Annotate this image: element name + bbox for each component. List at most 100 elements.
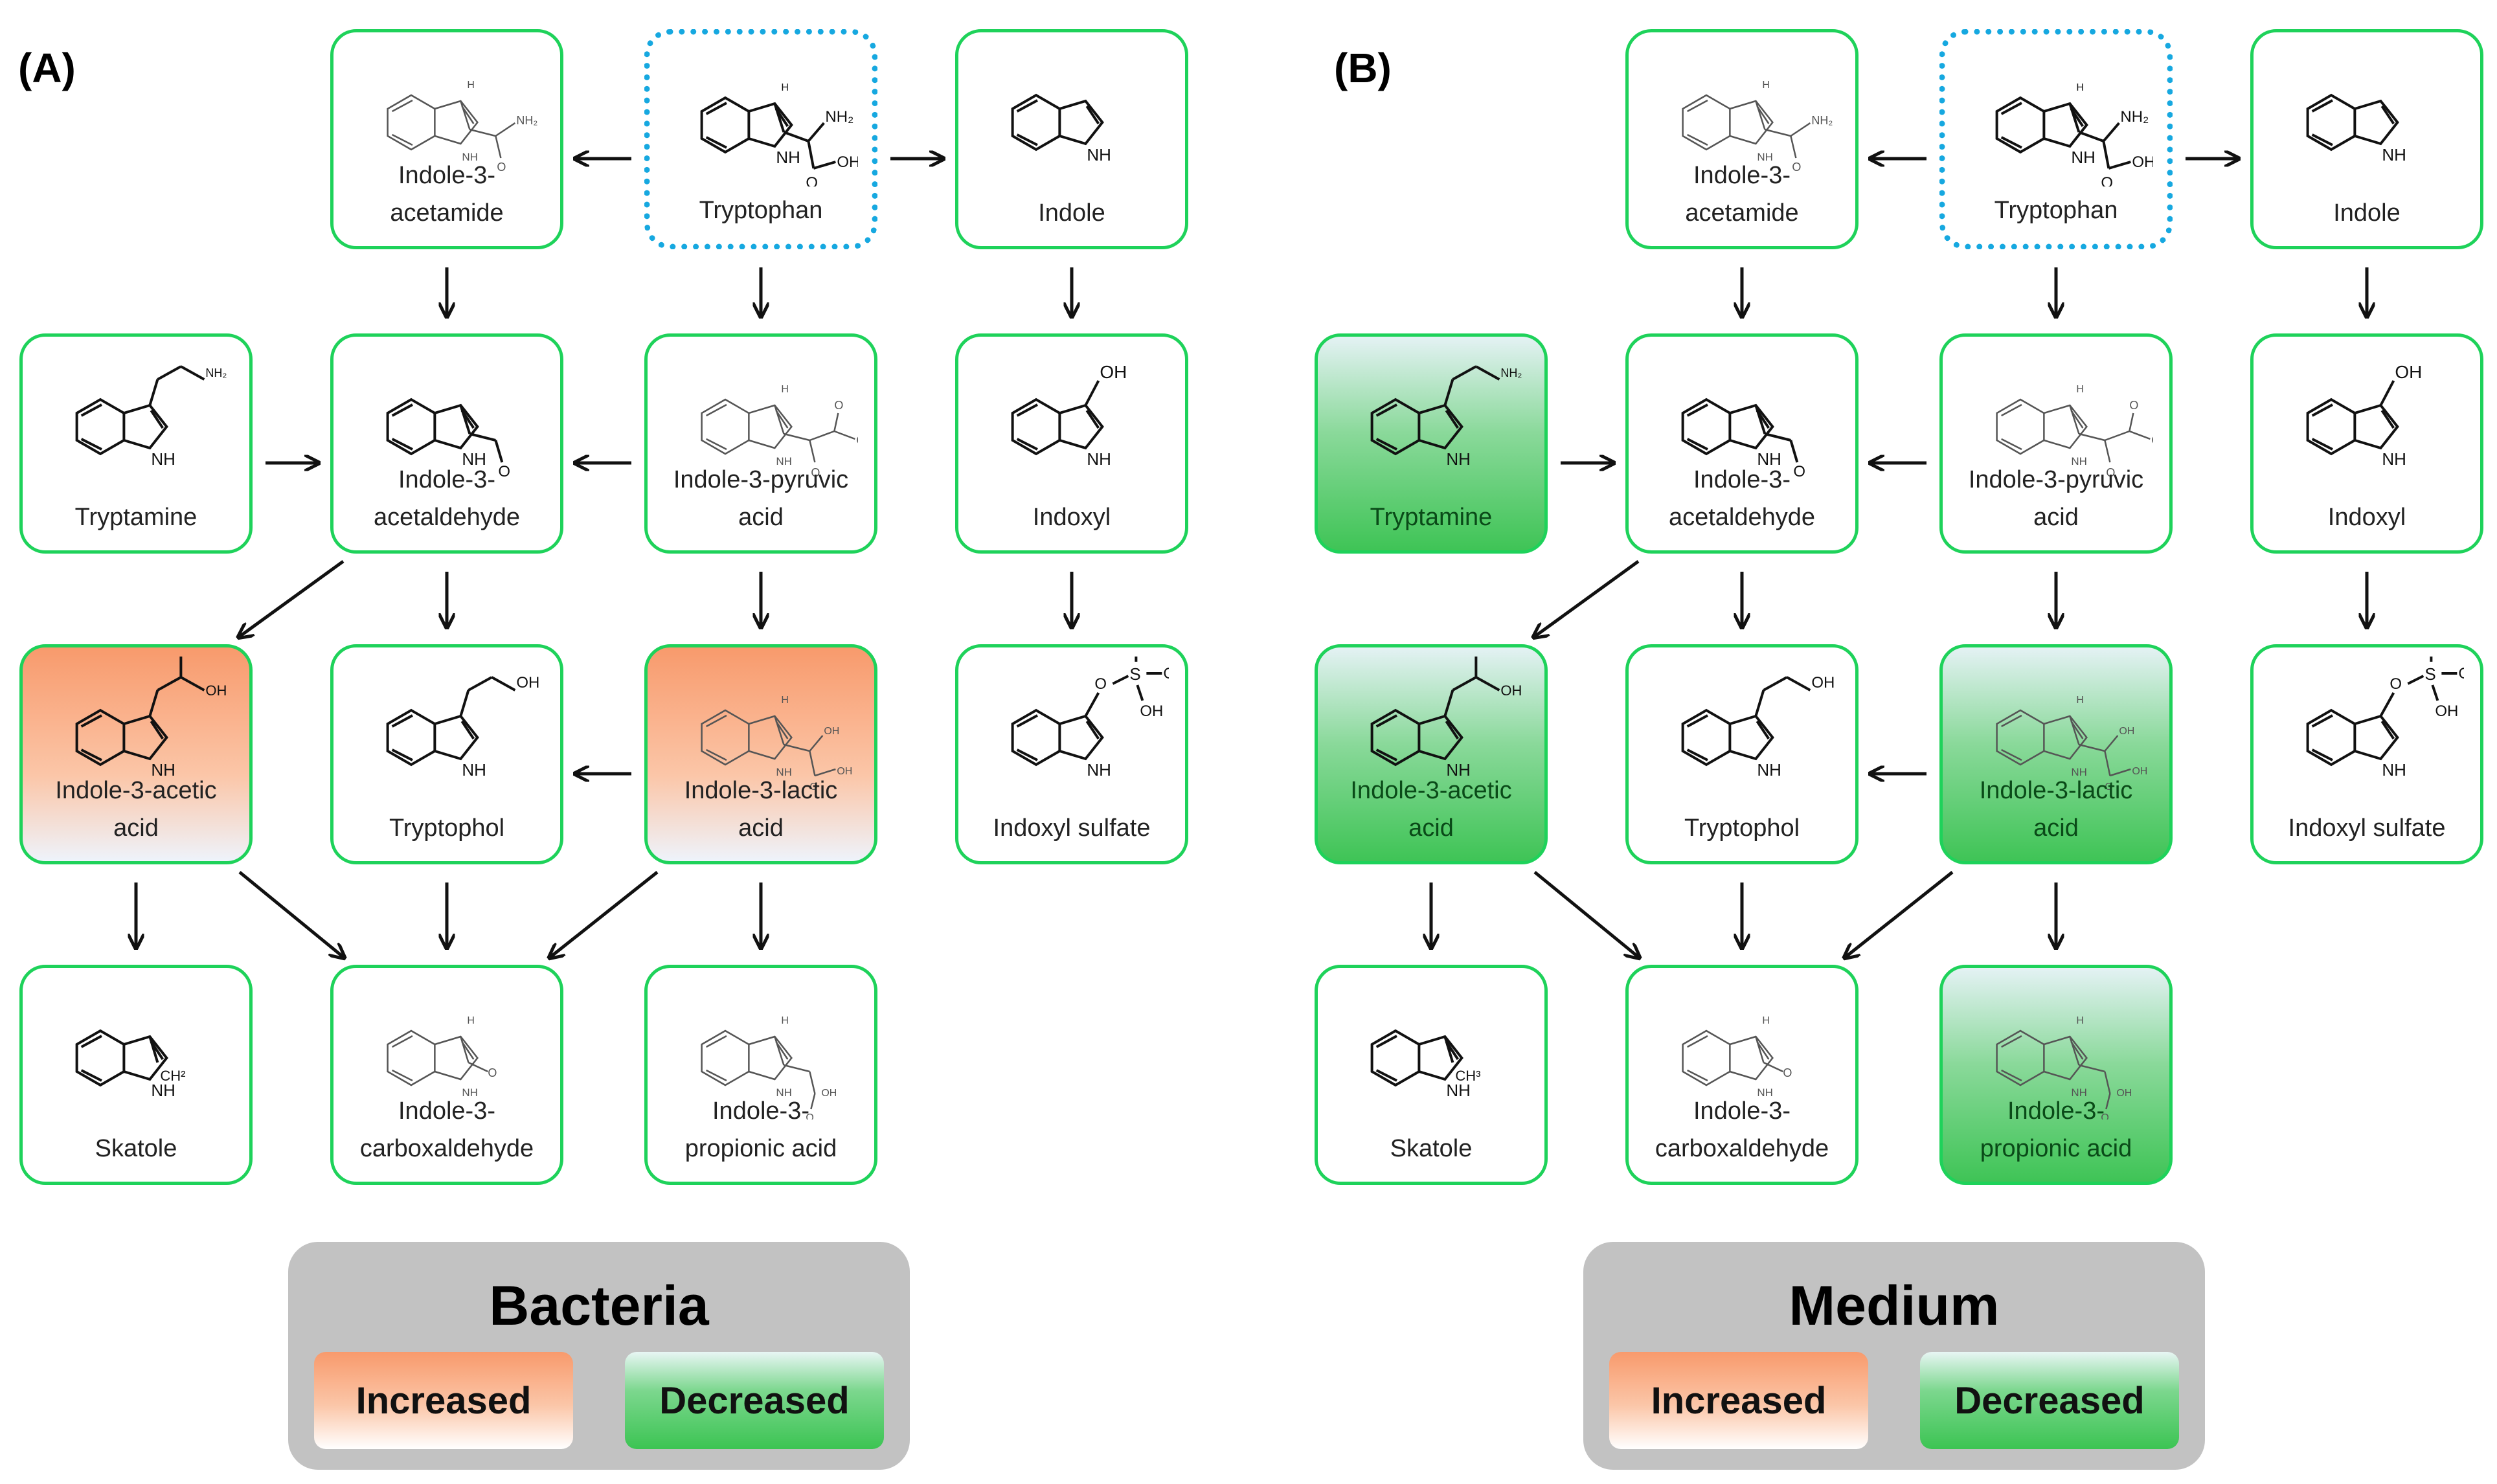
svg-text:H: H	[2076, 1015, 2084, 1026]
compound-name: Indoxyl sulfate	[2288, 815, 2446, 842]
svg-text:O: O	[1783, 1066, 1792, 1079]
compound-name: Indole	[1038, 199, 1105, 227]
svg-text:NH: NH	[1446, 760, 1471, 780]
compound-name: Indoxyl sulfate	[993, 815, 1151, 842]
compound-box-ipya: NHOOOHHIndole-3-pyruvic acid	[644, 333, 877, 554]
svg-text:H: H	[781, 695, 789, 706]
svg-text:O: O	[498, 463, 510, 480]
compound-name: Tryptophan	[699, 197, 823, 224]
compound-box-is: NHOSOOOHIndoxyl sulfate	[2250, 644, 2483, 864]
svg-text:H: H	[781, 1015, 789, 1026]
compound-name: Skatole	[95, 1135, 177, 1162]
structure-ipya: NHOOOHH	[1996, 384, 2153, 479]
svg-text:H: H	[2076, 82, 2084, 93]
svg-text:OH: OH	[2151, 434, 2153, 447]
svg-text:NH: NH	[776, 1086, 792, 1099]
compound-name: Tryptamine	[74, 504, 198, 531]
svg-text:OH: OH	[837, 153, 858, 171]
structure-iald: NHO	[386, 398, 510, 480]
svg-text:O: O	[2101, 1112, 2108, 1119]
svg-text:NH: NH	[1757, 151, 1773, 163]
svg-text:OH: OH	[516, 674, 539, 691]
structure-indole: NH	[2306, 93, 2406, 164]
svg-text:OH: OH	[837, 766, 852, 777]
compound-box-is: NHOSOOOHIndoxyl sulfate	[955, 644, 1188, 864]
svg-text:OH: OH	[2119, 726, 2134, 737]
svg-text:OH: OH	[821, 1088, 837, 1099]
svg-text:OH: OH	[2132, 153, 2153, 171]
compound-box-ipya: NHOOOHHIndole-3-pyruvic acid	[1939, 333, 2173, 554]
svg-text:NH: NH	[1087, 449, 1111, 469]
compound-name: Indole-3-lactic acid	[684, 777, 838, 842]
structure-ila: NH OH O OH H	[701, 695, 852, 793]
svg-text:OH: OH	[2116, 1088, 2132, 1099]
svg-text:O: O	[2105, 781, 2112, 793]
svg-text:OH: OH	[856, 434, 858, 447]
svg-text:OH: OH	[1811, 674, 1835, 691]
svg-text:O: O	[811, 466, 820, 479]
legend-decreased: Decreased	[625, 1352, 884, 1449]
svg-text:NH: NH	[2382, 449, 2406, 469]
structure-ipya: NHOOOHH	[701, 384, 858, 479]
svg-text:O: O	[809, 781, 817, 793]
svg-text:OH: OH	[205, 682, 227, 699]
svg-text:O: O	[2390, 675, 2402, 693]
svg-text:CH³: CH³	[1455, 1068, 1480, 1084]
svg-text:H: H	[2076, 384, 2084, 395]
svg-text:OH: OH	[1100, 362, 1127, 382]
compound-name: Indoxyl	[1032, 504, 1111, 531]
structure-indoxyl: NH OH	[2306, 362, 2422, 469]
svg-text:H: H	[1762, 80, 1770, 91]
svg-text:NH: NH	[776, 766, 792, 778]
svg-text:O: O	[834, 399, 843, 412]
svg-text:OH: OH	[824, 726, 839, 737]
svg-text:NH: NH	[776, 148, 800, 167]
svg-text:NH: NH	[2071, 455, 2087, 467]
arrow-ila-to-icald	[550, 871, 659, 957]
compound-name: Indole-3- propionic acid	[684, 1097, 837, 1162]
svg-text:O: O	[2458, 665, 2464, 682]
svg-text:H: H	[781, 384, 789, 395]
svg-text:OH: OH	[1500, 682, 1522, 699]
compound-name: Tryptamine	[1370, 504, 1493, 531]
svg-text:NH: NH	[2071, 1086, 2087, 1099]
svg-text:NH: NH	[151, 1081, 175, 1100]
svg-text:NH₂: NH₂	[1500, 366, 1522, 379]
compound-name: Indole-3-pyruvic acid	[673, 466, 849, 531]
compound-name: Tryptophan	[1994, 197, 2118, 224]
compound-name: Indole-3- carboxaldehyde	[1655, 1097, 1829, 1162]
svg-text:NH: NH	[1757, 760, 1781, 780]
svg-text:O: O	[806, 174, 818, 186]
legend-title: Medium	[1789, 1275, 2000, 1337]
svg-text:NH: NH	[462, 151, 478, 163]
svg-text:H: H	[2076, 695, 2084, 706]
svg-text:OH: OH	[2435, 703, 2458, 720]
svg-text:NH: NH	[2382, 145, 2406, 164]
svg-text:OH: OH	[2395, 362, 2422, 382]
panel-label: (A)	[18, 45, 76, 91]
svg-text:NH: NH	[1757, 1086, 1773, 1099]
structure-indoxyl: NH OH	[1011, 362, 1127, 469]
svg-text:O: O	[488, 1066, 497, 1079]
svg-text:H: H	[467, 80, 475, 91]
